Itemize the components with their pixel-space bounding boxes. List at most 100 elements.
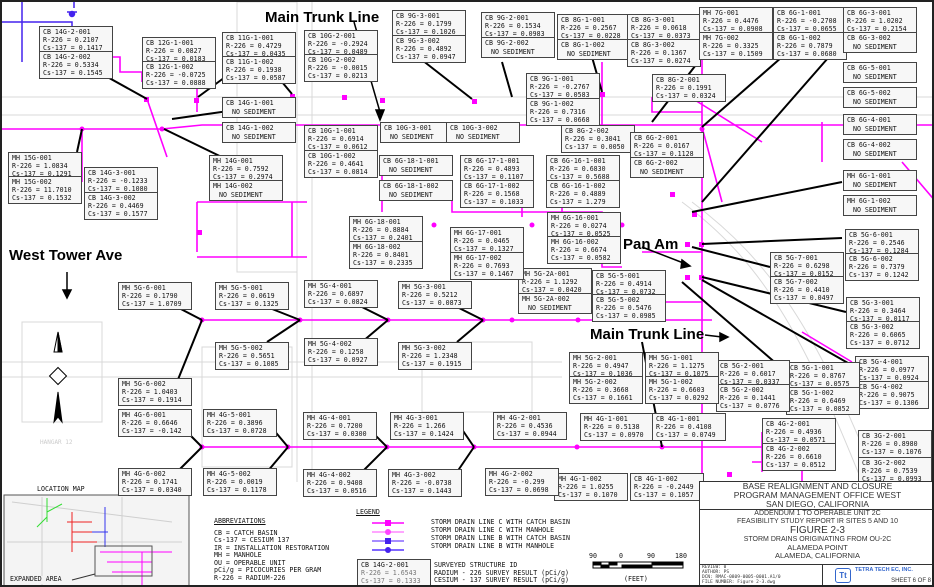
structure-id: CB 5G-4-001 [859, 358, 903, 366]
r226-result: R-226 = 0.6610 [766, 453, 822, 461]
cs137-result: Cs-137 = 0.0117 [850, 315, 910, 323]
r226-result: R-226 = 0.0977 [859, 366, 915, 374]
sheet-number: SHEET 6 OF 8 [891, 578, 931, 584]
north-arrow [48, 331, 68, 424]
r226-result: R-226 = 0.0274 [551, 222, 607, 230]
cs137-result: Cs-137 = 0.1327 [454, 245, 514, 253]
cs137-result: Cs-137 = 0.2974 [213, 173, 273, 181]
cs137-result: Cs-137 = 0.0292 [649, 394, 709, 402]
structure-id: CB 6G-16-1-002 [550, 182, 606, 190]
structure-id: MH 5G-2-002 [573, 378, 617, 386]
cs137-result: Cs-137 = 0.1128 [634, 150, 694, 158]
r226-result: R-226 = 0.0019 [207, 478, 263, 486]
cs137-result: Cs-137 = 0.1085 [219, 360, 279, 368]
scale-tick: 0 [619, 552, 623, 560]
r226-result: R-226 = 0.2546 [849, 239, 905, 247]
no-sediment-note: NO SEDIMENT [853, 181, 897, 189]
cs137-result: Cs-137 = 0.0516 [307, 487, 367, 495]
r226-result: R-226 = 1.0255 [558, 483, 614, 491]
structure-id: CB 8G-1-002 [561, 41, 605, 49]
r226-result: R-226 = 0.3325 [703, 42, 759, 50]
cs137-result: Cs-137 = 0.1080 [88, 185, 148, 193]
r226-result: R-226 = 0.2107 [43, 36, 99, 44]
structure-id: CB 6G-4-002 [847, 141, 891, 149]
r226-result: R-226 = 0.0619 [219, 292, 275, 300]
r226-result: R-226 = 0.4641 [308, 160, 364, 168]
structure-id: CB 8G-3-001 [631, 16, 675, 24]
cs137-result: Cs-137 = 0.1107 [464, 173, 524, 181]
structure-id: MH 5G-2A-002 [522, 295, 570, 303]
tb-file: FILE NUMBER: Figure 2-3.dwg [702, 580, 776, 585]
r226-result: R-226 = 0.4889 [550, 190, 606, 198]
cs137-result: Cs-137 = 0.0228 [561, 32, 621, 40]
legend-desc: CESIUM - 137 SURVEY RESULT (pCi/g) [434, 576, 569, 584]
r226-result: R-226 = 0.6469 [790, 397, 846, 405]
cs137-result: Cs-137 = 0.0435 [226, 50, 286, 58]
structure-id: CB 5G-5-002 [596, 296, 640, 304]
r226-result: R-226 = 0.7879 [777, 42, 833, 50]
r226-result: R-226 = 0.3668 [573, 386, 629, 394]
structure-id: CB 8G-2-001 [656, 76, 700, 84]
r226-result: R-226 = 0.0618 [631, 24, 687, 32]
sample-r226: R-226 = 1.6543 [361, 569, 417, 577]
cs137-result: Cs-137 = 0.0497 [774, 294, 834, 302]
r226-result: R-226 = 0.6897 [308, 290, 364, 298]
structure-id: MH 7G-002 [703, 34, 739, 42]
cs137-result: Cs-137 = 0.1577 [88, 210, 148, 218]
structure-id: MH 5G-2-001 [573, 354, 617, 362]
structure-id: CB 5G-2-001 [720, 362, 764, 370]
cs137-result: Cs-137 = 0.0300 [307, 430, 367, 438]
structure-id: MH 4G-5-002 [207, 470, 251, 478]
structure-id: CB 9G-1-001 [530, 75, 574, 83]
cs137-result: Cs-137 = 0.0776 [720, 402, 780, 410]
r226-result: R-226 = 0.1938 [226, 66, 282, 74]
abbrev-item: pCi/g = PICOCURIES PER GRAM [214, 566, 322, 574]
structure-id: CB 10G-1-001 [308, 127, 356, 135]
structure-id: MH 4G-2-001 [497, 414, 541, 422]
structure-id: CB 6G-17-1-002 [464, 182, 520, 190]
r226-result: R-226 = 0.1991 [656, 84, 712, 92]
cs137-result: Cs-137 = 0.0712 [850, 339, 910, 347]
cs137-result: Cs-137 = 0.0324 [656, 92, 716, 100]
r226-result: R-226 = -0.2449 [634, 483, 694, 491]
cs137-result: Cs-137 = 1.279 [550, 198, 606, 206]
cs137-result: Cs-137 = 0.0983 [485, 30, 545, 38]
legend-item: STORM DRAIN LINE B WITH CATCH BASIN [431, 534, 570, 543]
r226-result: R-226 = 0.4108 [656, 423, 712, 431]
r226-result: R-226 = 0.4892 [396, 45, 452, 53]
structure-id: MH 15G-002 [12, 178, 52, 186]
scale-tick: 90 [647, 552, 655, 560]
cs137-result: Cs-137 = 0.1661 [573, 394, 633, 402]
structure-id: MH 4G-4-001 [307, 414, 351, 422]
structure-id: CB 4G-1-001 [656, 415, 700, 423]
cs137-result: Cs-137 = 0.1545 [43, 69, 103, 77]
structure-id: MH 6G-16-002 [551, 238, 599, 246]
abbrev-item: CB = CATCH BASIN [214, 528, 278, 537]
cs137-result: Cs-137 = 0.0575 [790, 380, 850, 388]
tb-office: PROGRAM MANAGEMENT OFFICE WEST [733, 490, 902, 500]
r226-result: R-226 = 0.4476 [703, 17, 759, 25]
tb-city: SAN DIEGO, CALIFORNIA [766, 499, 869, 509]
tb-org: BASE REALIGNMENT AND CLOSURE [742, 482, 893, 491]
